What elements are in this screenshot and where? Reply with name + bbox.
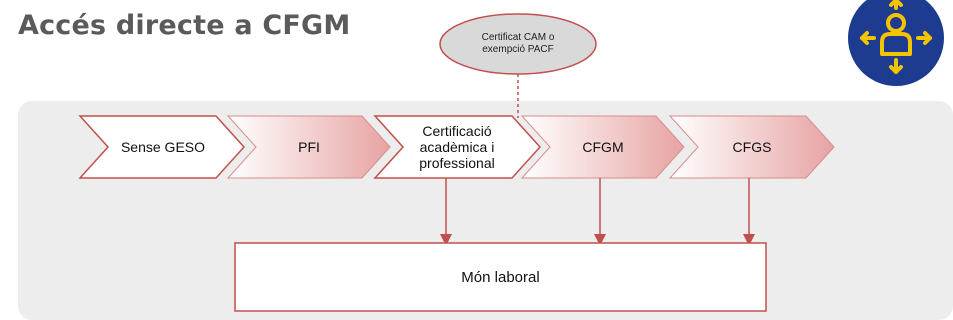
callout-label: Certificat CAM o exempció PACF [438,26,598,62]
step-text: PFI [298,139,320,155]
step-label-cfgm: CFGM [550,116,656,178]
chevron-sense-geso [78,115,246,179]
page-title: Accés directe a CFGM [18,10,351,41]
step-label-certificacio: Certificació acadèmica i professional [400,116,514,178]
step-label-pfi: PFI [256,116,362,178]
step-text: CFGS [732,139,772,155]
person-arrows-icon [848,0,944,86]
chevron-cfgs [668,115,835,179]
chevron-cfgm [520,115,685,179]
step-text: CFGM [582,139,624,155]
step-text: Certificació acadèmica i professional [419,123,495,171]
outcome-label: Món laboral [461,268,540,286]
chevron-certificacio [373,115,542,179]
chevron-pfi [226,115,391,179]
callout-text: Certificat CAM o exempció PACF [481,32,555,55]
step-label-cfgs: CFGS [698,116,806,178]
outcome-box [234,242,767,312]
step-label-sense-geso: Sense GESO [108,116,218,178]
step-text: Sense GESO [120,139,206,155]
